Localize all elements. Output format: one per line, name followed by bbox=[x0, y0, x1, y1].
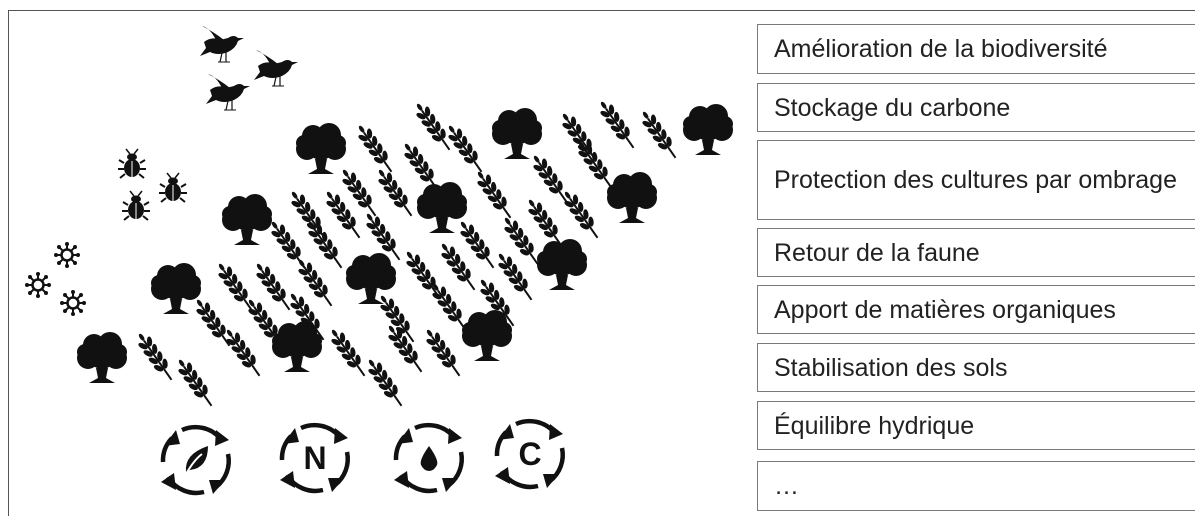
benefit-label: … bbox=[774, 472, 799, 500]
microbe-icon bbox=[58, 288, 88, 318]
water-cycle-icon bbox=[394, 425, 462, 492]
nitrogen-cycle-icon: N bbox=[280, 425, 348, 492]
benefit-box: Retour de la faune bbox=[757, 228, 1195, 277]
benefit-box: … bbox=[757, 461, 1195, 511]
benefit-box: Stockage du carbone bbox=[757, 83, 1195, 132]
benefit-label: Apport de matières organiques bbox=[774, 295, 1116, 324]
tree-icon bbox=[683, 104, 733, 155]
tree-icon bbox=[296, 123, 346, 174]
benefit-label: Amélioration de la biodiversité bbox=[774, 35, 1108, 63]
leaf-cycle-icon bbox=[161, 427, 229, 494]
tree-icon bbox=[462, 310, 512, 361]
benefit-box: Équilibre hydrique bbox=[757, 401, 1195, 450]
tree-icon bbox=[537, 239, 587, 290]
tree-icon bbox=[346, 253, 396, 304]
benefit-box: Amélioration de la biodiversité bbox=[757, 24, 1195, 74]
wheat-field bbox=[131, 96, 684, 412]
benefit-box: Protection des cultures par ombrage bbox=[757, 140, 1195, 220]
figure-frame bbox=[8, 10, 1195, 516]
benefit-box: Apport de matières organiques bbox=[757, 285, 1195, 334]
bird-icon bbox=[205, 73, 251, 111]
benefit-label: Équilibre hydrique bbox=[774, 411, 975, 440]
beetle-icon bbox=[158, 172, 188, 203]
benefit-label: Retour de la faune bbox=[774, 238, 980, 267]
bird-icon bbox=[253, 49, 299, 87]
tree-icon bbox=[607, 172, 657, 223]
microbe-icon bbox=[52, 240, 82, 270]
tree-icon bbox=[151, 263, 201, 314]
svg-text:N: N bbox=[303, 440, 326, 476]
agroforestry-illustration: N C bbox=[23, 25, 733, 516]
svg-text:C: C bbox=[518, 436, 541, 472]
tree-icon bbox=[77, 332, 127, 383]
tree-icon bbox=[222, 194, 272, 245]
beetle-icon bbox=[121, 190, 151, 221]
carbon-cycle-icon: C bbox=[495, 421, 563, 488]
benefit-label: Stockage du carbone bbox=[774, 93, 1011, 122]
bird-icon bbox=[199, 25, 245, 63]
tree-icon bbox=[492, 108, 542, 159]
benefit-label: Protection des cultures par ombrage bbox=[774, 166, 1177, 194]
tree-icon bbox=[417, 182, 467, 233]
microbe-icon bbox=[23, 270, 53, 300]
benefit-label: Stabilisation des sols bbox=[774, 353, 1008, 382]
beetle-icon bbox=[117, 148, 147, 179]
benefit-box: Stabilisation des sols bbox=[757, 343, 1195, 392]
